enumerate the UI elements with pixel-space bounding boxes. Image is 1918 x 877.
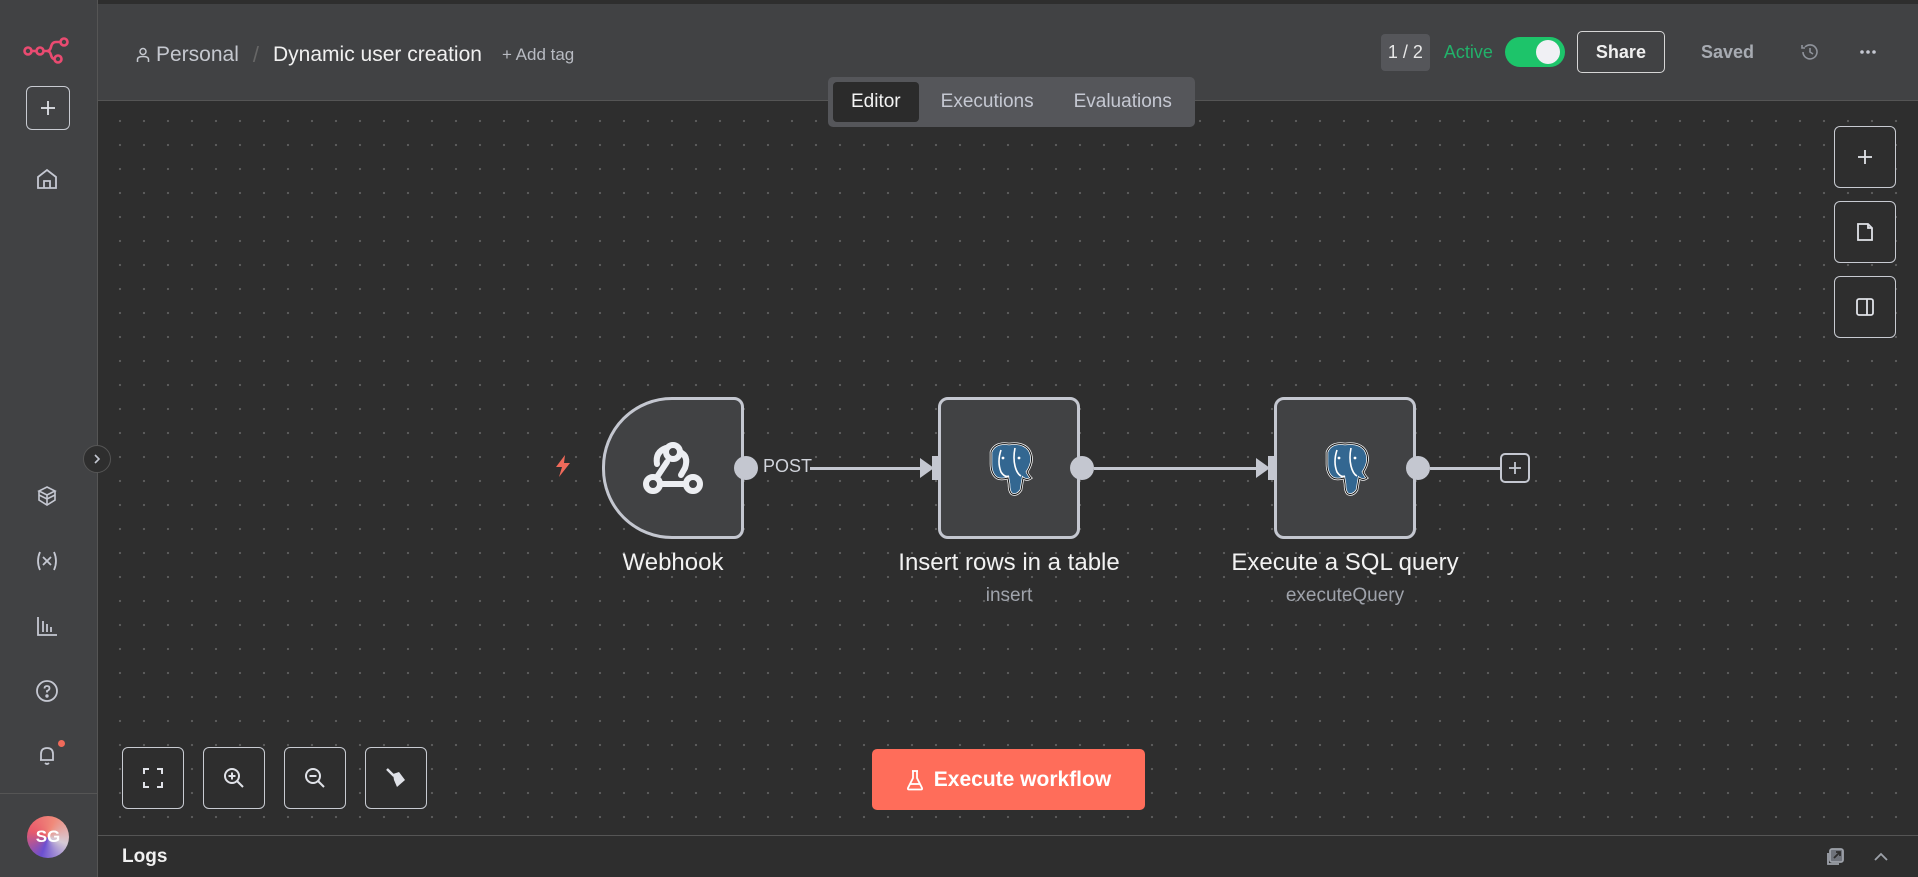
- breadcrumb: Personal / Dynamic user creation + Add t…: [136, 42, 574, 68]
- expand-logs-button[interactable]: [1870, 846, 1892, 868]
- broom-icon: [386, 768, 405, 787]
- add-sticky-note-button[interactable]: [1834, 201, 1896, 263]
- saved-status: Saved: [1700, 41, 1754, 62]
- add-next-node-button[interactable]: [1500, 453, 1530, 483]
- view-tabs: Editor Executions Evaluations: [828, 77, 1195, 127]
- help-icon: [36, 680, 58, 702]
- active-toggle[interactable]: [1504, 37, 1565, 67]
- edge-arrow-icon: [1256, 458, 1270, 478]
- active-label: Active: [1443, 41, 1493, 62]
- node-insert-rows[interactable]: [938, 397, 1080, 539]
- home-icon: [37, 168, 57, 189]
- history-icon: [1801, 44, 1818, 60]
- open-nodes-panel-button[interactable]: [1834, 126, 1896, 188]
- postgres-elephant-icon: [989, 442, 1033, 496]
- sidebar-item-insights[interactable]: [29, 608, 65, 644]
- chevron-up-icon: [1874, 852, 1888, 861]
- flask-icon: [906, 769, 923, 790]
- tab-evaluations[interactable]: Evaluations: [1073, 91, 1172, 112]
- n8n-logo-icon[interactable]: [23, 36, 71, 64]
- node-label-webhook: Webhook: [622, 549, 724, 576]
- plus-icon: [1858, 150, 1872, 164]
- workflow-history-button[interactable]: [1798, 40, 1822, 64]
- node-label-execute: Execute a SQL query: [1231, 549, 1459, 576]
- node-label-insert: Insert rows in a table: [898, 549, 1120, 576]
- zoom-out-icon: [305, 768, 325, 788]
- execute-workflow-button[interactable]: Execute workflow: [872, 749, 1145, 810]
- zoom-in-button[interactable]: [203, 747, 265, 809]
- fit-view-icon: [143, 768, 163, 788]
- breadcrumb-project[interactable]: Personal: [136, 43, 239, 67]
- zoom-in-icon: [224, 768, 244, 788]
- insert-input-handle[interactable]: [932, 456, 942, 480]
- logs-panel[interactable]: Logs: [98, 835, 1918, 877]
- toggle-panel-button[interactable]: [1834, 276, 1896, 338]
- notification-dot: [58, 740, 65, 747]
- zoom-to-fit-button[interactable]: [122, 747, 184, 809]
- insert-output-handle[interactable]: [1070, 456, 1094, 480]
- edge-execute-add: [1430, 467, 1502, 470]
- execute-output-handle[interactable]: [1406, 456, 1430, 480]
- plus-icon: [1509, 462, 1521, 474]
- zoom-out-button[interactable]: [284, 747, 346, 809]
- sidebar-item-home[interactable]: [29, 161, 65, 197]
- add-tag-button[interactable]: + Add tag: [501, 45, 575, 64]
- box-icon: [37, 486, 57, 506]
- tab-editor[interactable]: Editor: [833, 82, 919, 122]
- edge-arrow-icon: [920, 458, 934, 478]
- execute-input-handle[interactable]: [1268, 456, 1278, 480]
- edge-webhook-insert[interactable]: [810, 467, 930, 470]
- panel-right-icon: [1856, 298, 1874, 316]
- tidy-up-button[interactable]: [365, 747, 427, 809]
- postgres-elephant-icon: [1325, 442, 1369, 496]
- edge-label-post: POST: [761, 456, 815, 477]
- workflow-title[interactable]: Dynamic user creation: [273, 43, 482, 66]
- sidebar-item-templates[interactable]: [29, 478, 65, 514]
- pop-out-icon: [1827, 847, 1844, 865]
- toggle-knob: [1535, 40, 1560, 64]
- chart-icon: [37, 617, 57, 636]
- node-webhook[interactable]: [602, 397, 744, 539]
- share-button[interactable]: Share: [1576, 31, 1665, 73]
- variables-icon: [37, 551, 57, 571]
- logs-title: Logs: [122, 845, 168, 867]
- breadcrumb-separator: /: [252, 42, 260, 67]
- header-actions: 1 / 2 Active Share Saved: [1380, 31, 1918, 73]
- version-badge[interactable]: 1 / 2: [1380, 33, 1430, 71]
- expand-sidebar-button[interactable]: [83, 445, 111, 473]
- node-subtitle-execute: executeQuery: [1285, 585, 1405, 606]
- create-new-button[interactable]: [26, 86, 70, 130]
- sidebar-divider: [0, 793, 98, 794]
- chevron-right-icon: [94, 454, 101, 464]
- node-execute-sql[interactable]: [1274, 397, 1416, 539]
- sticky-note-icon: [1857, 223, 1873, 241]
- sidebar-item-notifications[interactable]: [29, 737, 65, 773]
- avatar[interactable]: SG: [27, 816, 69, 858]
- pop-out-logs-button[interactable]: [1824, 846, 1846, 868]
- node-subtitle-insert: insert: [985, 585, 1033, 606]
- tab-executions[interactable]: Executions: [940, 91, 1034, 112]
- trigger-bolt-icon: [556, 455, 570, 477]
- webhook-output-handle[interactable]: [734, 456, 758, 480]
- sidebar-item-help[interactable]: [29, 673, 65, 709]
- plus-icon: [41, 101, 55, 115]
- workflow-canvas[interactable]: POST Webhook Insert rows in a table inse…: [98, 101, 1918, 835]
- webhook-icon: [643, 442, 703, 494]
- logs-actions: [1824, 846, 1892, 868]
- user-icon: [136, 47, 150, 62]
- bell-icon: [40, 747, 54, 765]
- sidebar-item-variables[interactable]: [29, 543, 65, 579]
- more-options-button[interactable]: [1856, 40, 1880, 64]
- edge-insert-execute[interactable]: [1094, 467, 1266, 470]
- sidebar: SG: [0, 0, 98, 877]
- more-horizontal-icon: [1860, 50, 1876, 54]
